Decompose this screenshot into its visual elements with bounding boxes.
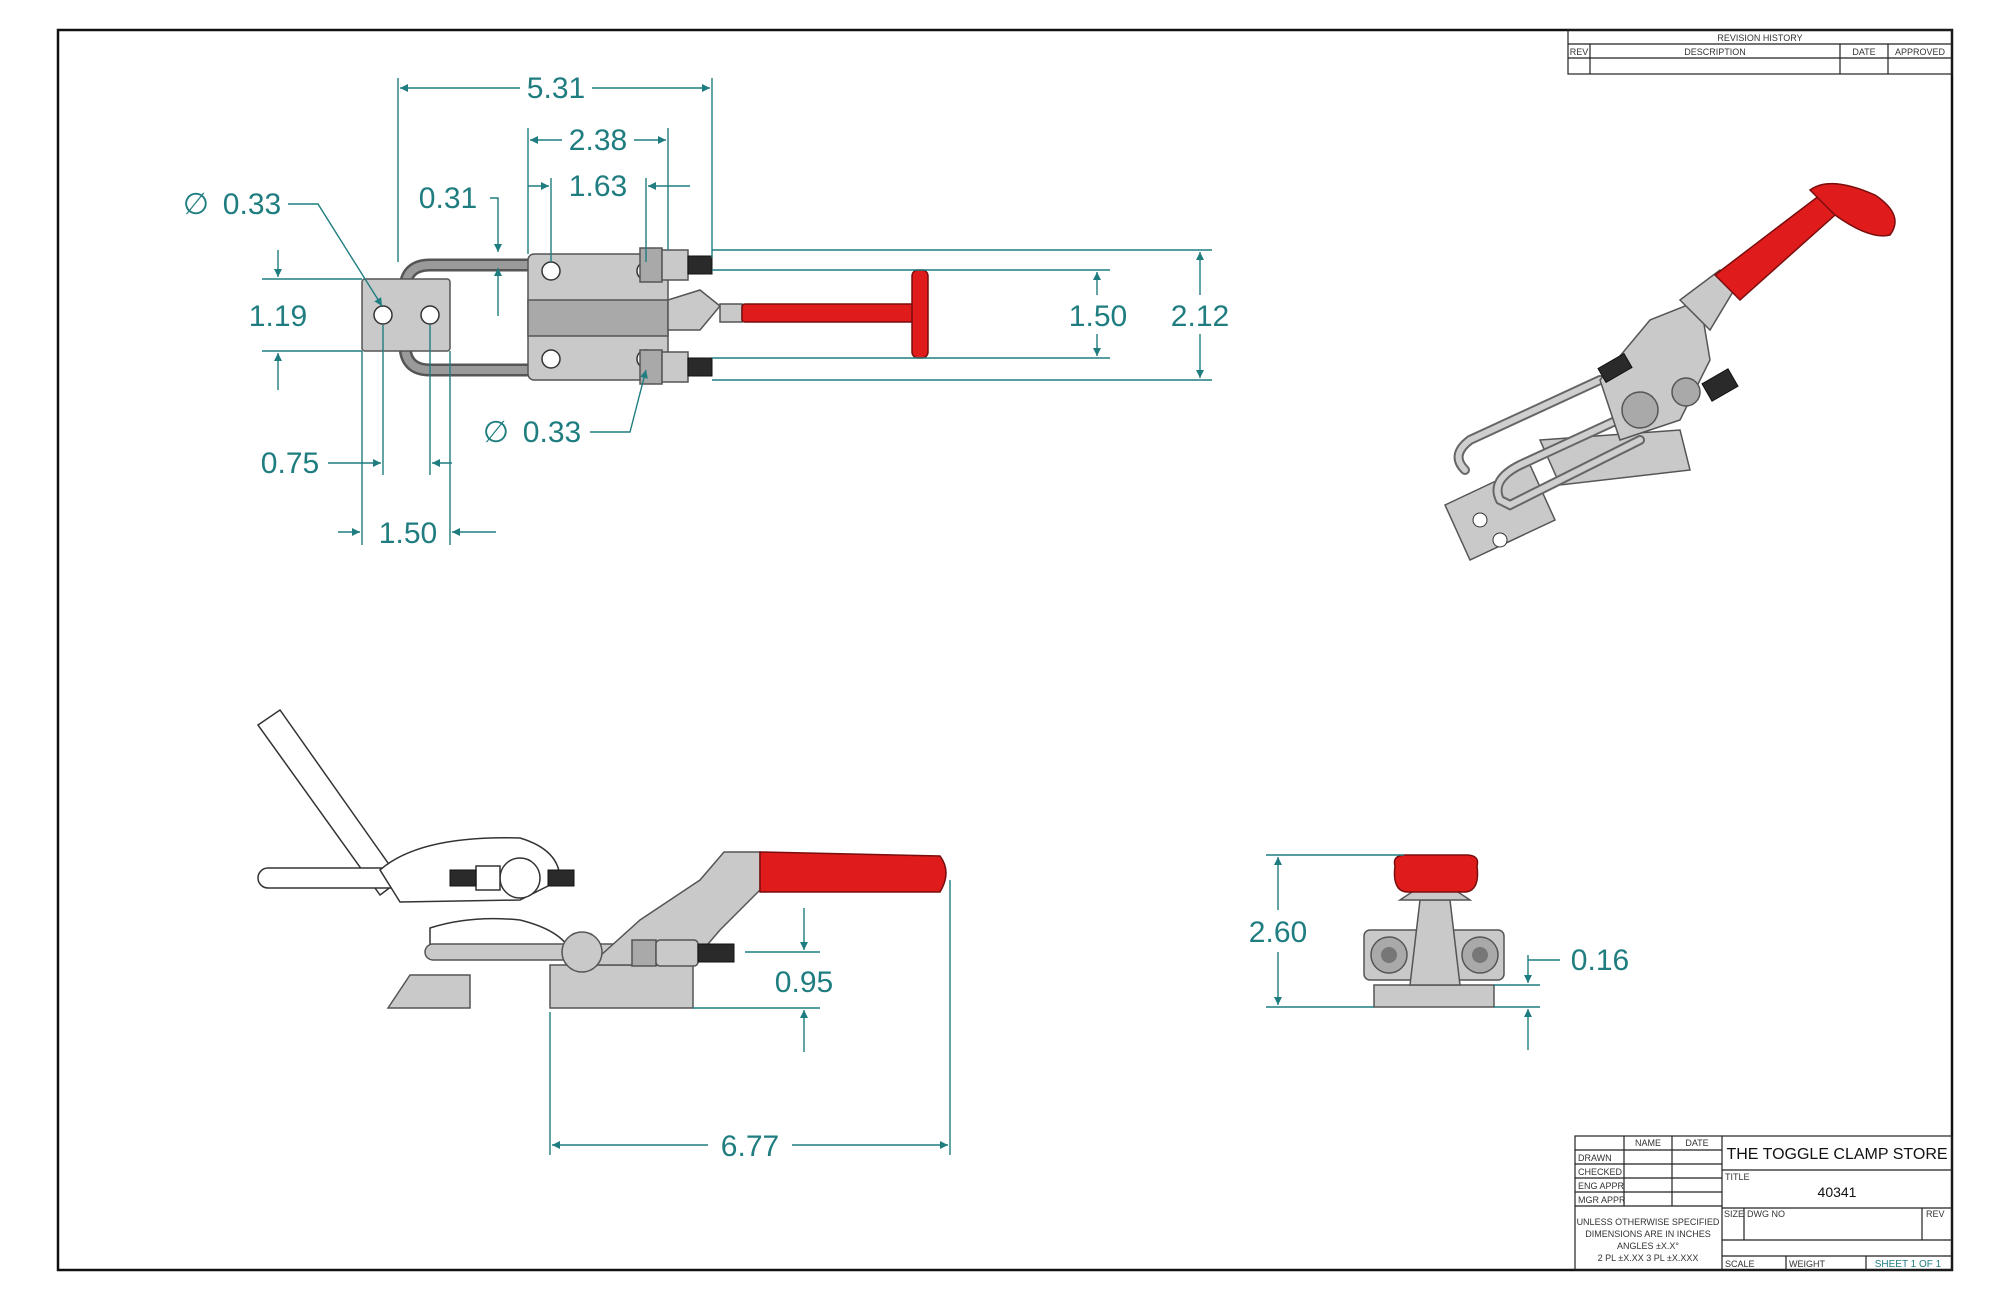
dia-symbol-base: ∅ [483,416,509,449]
tolerance-note-2: DIMENSIONS ARE IN INCHES [1585,1229,1711,1239]
dim-base-hole-dia: 0.33 [523,416,581,449]
dim-overall-length: 5.31 [527,72,585,105]
revision-block: REVISION HISTORY REV DESCRIPTION DATE AP… [1567,29,1953,75]
dim-hook-length: 1.50 [379,517,437,550]
rev-col-date: DATE [1852,47,1875,57]
tolerance-note-4: 2 PL ±X.XX 3 PL ±X.XXX [1598,1253,1699,1263]
company-name: THE TOGGLE CLAMP STORE [1726,1146,1947,1163]
dim-hook-hole-offset: 0.75 [261,447,319,480]
row-drawn: DRAWN [1578,1153,1612,1163]
row-eng-appr: ENG APPR [1578,1181,1625,1191]
base-end [1373,984,1495,1008]
side-view [256,708,947,1009]
isometric-view [1444,182,1896,562]
dimension-lines [262,78,1560,1155]
end-view [1363,854,1505,1008]
rev-label: REV [1926,1209,1945,1219]
handle-tee-top [911,269,929,359]
dwg-no-label: DWG NO [1747,1209,1785,1219]
rev-col-description: DESCRIPTION [1684,47,1746,57]
handle-end [1393,854,1479,893]
dim-base-length: 2.38 [569,124,627,157]
title-label: TITLE [1725,1172,1750,1182]
rev-col-rev: REV [1570,47,1589,57]
name-header: NAME [1635,1138,1661,1148]
hook-hole-right [420,305,440,325]
top-view [361,247,929,385]
hook-plate [361,278,451,352]
size-label: SIZE [1724,1209,1744,1219]
tolerance-note-3: ANGLES ±X.X° [1617,1241,1679,1251]
revision-title: REVISION HISTORY [1717,33,1802,43]
dim-overall-width: 2.12 [1171,300,1229,333]
handle-grip-side [759,851,947,893]
dia-symbol-hook: ∅ [183,188,209,221]
dimension-labels: 5.31 2.38 1.63 0.31 ∅ 0.33 1.19 0.75 1.5… [183,72,1629,1163]
dim-hole-spacing: 1.63 [569,170,627,203]
handle-iso [1713,193,1837,302]
dim-bolt-spacing: 1.50 [1069,300,1127,333]
dim-hook-hole-dia: 0.33 [223,188,281,221]
dim-offset: 0.31 [419,182,477,215]
row-mgr-appr: MGR APPR [1578,1195,1626,1205]
dim-side-overall-length: 6.77 [721,1130,779,1163]
row-checked: CHECKED [1578,1167,1623,1177]
open-position-outline [256,708,575,951]
dim-overall-height: 2.60 [1249,916,1307,949]
date-header: DATE [1685,1138,1708,1148]
dim-hook-width: 1.19 [249,300,307,333]
scale-label: SCALE [1725,1259,1755,1269]
sheet-number: SHEET 1 OF 1 [1875,1259,1942,1270]
base-side [549,964,694,1009]
sheet-border [56,28,1954,1272]
dim-handle-height: 0.95 [775,966,833,999]
hook-side [386,974,471,1009]
dim-base-thickness: 0.16 [1571,944,1629,977]
title-block: NAME DATE DRAWN CHECKED ENG APPR MGR APP… [1574,1135,1953,1271]
handle-grip-top [741,303,915,323]
rev-col-approved: APPROVED [1895,47,1946,57]
weight-label: WEIGHT [1789,1259,1825,1269]
part-number: 40341 [1818,1184,1857,1200]
tolerance-note-1: UNLESS OTHERWISE SPECIFIED [1577,1217,1720,1227]
hook-hole-left [373,305,393,325]
